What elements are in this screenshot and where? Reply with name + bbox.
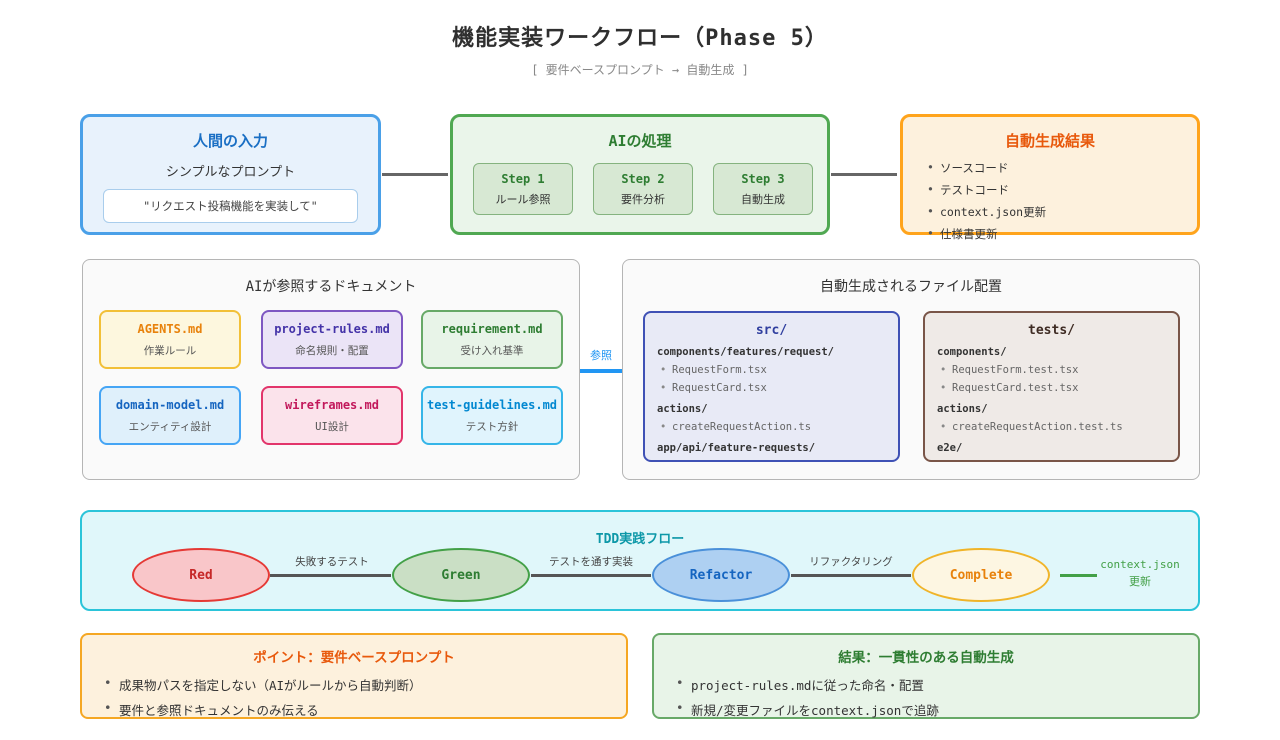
tree-file: RequestForm.tsx: [657, 364, 898, 377]
doc-card-requirement: requirement.md 受け入れ基準: [421, 310, 563, 369]
doc-card-project-rules: project-rules.md 命名規則・配置: [261, 310, 403, 369]
human-input-subtitle: シンプルなプロンプト: [165, 165, 296, 180]
result-summary-box: 結果：一貫性のある自動生成 project-rules.mdに従った命名・配置 …: [652, 633, 1200, 719]
doc-file-name: project-rules.md: [274, 322, 390, 336]
tdd-node-refactor: Refactor: [652, 548, 790, 602]
doc-file-name: AGENTS.md: [137, 322, 203, 336]
doc-file-desc: 命名規則・配置: [295, 345, 369, 357]
ai-process-title: AIの処理: [608, 132, 672, 150]
point-box-list: 成果物パスを指定しない（AIがルールから自動判断） 要件と参照ドキュメントのみ伝…: [104, 675, 626, 719]
workflow-diagram: 機能実装ワークフロー（Phase 5） [ 要件ベースプロンプト → 自動生成 …: [0, 20, 1280, 719]
tdd-node-complete: Complete: [912, 548, 1050, 602]
tree-file: createRequestAction.ts: [657, 421, 898, 434]
doc-file-desc: エンティティ設計: [128, 421, 212, 433]
tree-dir: e2e/: [937, 442, 963, 454]
doc-file-desc: UI設計: [315, 421, 349, 433]
list-item: テストコード: [927, 182, 1197, 198]
step-name: Step 1: [501, 172, 545, 186]
doc-file-desc: 作業ルール: [143, 345, 197, 357]
tdd-flow-box: TDD実践フロー Red 失敗するテスト Green テストを通す実装 Refa…: [80, 510, 1200, 611]
tree-dir: actions/: [657, 403, 708, 415]
doc-card-agents: AGENTS.md 作業ルール: [99, 310, 241, 369]
list-item: 仕様書更新: [927, 226, 1197, 242]
doc-card-test-guidelines: test-guidelines.md テスト方針: [421, 386, 563, 445]
reference-label: 参照: [590, 349, 612, 362]
tdd-edge-line: [270, 574, 391, 577]
doc-card-wireframes: wireframes.md UI設計: [261, 386, 403, 445]
tdd-outcome-file: context.json: [1100, 558, 1180, 571]
connector-line-human-to-ai: [382, 173, 448, 176]
auto-result-title: 自動生成結果: [1004, 132, 1095, 150]
tdd-edge-line: [531, 574, 651, 577]
tree-file: createRequestAction.test.ts: [937, 421, 1178, 434]
files-panel: 自動生成されるファイル配置 src/ components/features/r…: [622, 259, 1200, 480]
tree-dir: components/features/request/: [657, 346, 835, 358]
list-item: project-rules.mdに従った命名・配置: [676, 675, 1198, 694]
src-file-tree: components/features/request/ RequestForm…: [657, 346, 898, 455]
tdd-outcome-action: 更新: [1129, 575, 1151, 588]
point-box-title: ポイント：要件ベースプロンプト: [253, 650, 455, 666]
tdd-node-green: Green: [392, 548, 530, 602]
step-card-1: Step 1 ルール参照: [473, 163, 573, 215]
auto-result-list: ソースコード テストコード context.json更新 仕様書更新: [927, 160, 1197, 242]
auto-result-box: 自動生成結果 ソースコード テストコード context.json更新 仕様書更…: [900, 114, 1200, 241]
docs-panel: AIが参照するドキュメント AGENTS.md 作業ルール project-ru…: [82, 259, 580, 480]
tree-dir: components/: [937, 346, 1007, 358]
doc-file-name: wireframes.md: [285, 398, 379, 412]
result-summary-title: 結果：一貫性のある自動生成: [838, 650, 1014, 666]
list-item: context.json更新: [927, 204, 1197, 220]
tdd-outcome-text: context.json 更新: [1080, 556, 1200, 590]
list-item: 新規/変更ファイルをcontext.jsonで追跡: [676, 700, 1198, 719]
tree-file: RequestCard.tsx: [657, 382, 898, 395]
src-folder-title: src/: [755, 323, 788, 338]
doc-file-name: domain-model.md: [115, 398, 225, 412]
connector-line-ai-to-result: [831, 173, 897, 176]
page-subtitle: [ 要件ベースプロンプト → 自動生成 ]: [531, 63, 749, 77]
tdd-edge-label: テストを通す実装: [549, 556, 633, 568]
human-input-title: 人間の入力: [192, 132, 268, 150]
tdd-edge-label: 失敗するテスト: [295, 556, 369, 568]
human-input-box: 人間の入力 シンプルなプロンプト "リクエスト投稿機能を実装して": [80, 114, 381, 235]
list-item: ソースコード: [927, 160, 1197, 176]
step-label: 要件分析: [621, 193, 665, 206]
list-item: 要件と参照ドキュメントのみ伝える: [104, 700, 626, 719]
point-box: ポイント：要件ベースプロンプト 成果物パスを指定しない（AIがルールから自動判断…: [80, 633, 628, 719]
files-panel-title: 自動生成されるファイル配置: [820, 279, 1002, 295]
docs-panel-title: AIが参照するドキュメント: [245, 279, 417, 295]
tdd-edge-label: リファクタリング: [809, 556, 893, 568]
ai-process-box: AIの処理 Step 1 ルール参照 Step 2 要件分析 Step 3 自動…: [450, 114, 830, 235]
src-folder-panel: src/ components/features/request/ Reques…: [643, 311, 900, 462]
step-label: 自動生成: [741, 193, 785, 206]
doc-file-desc: テスト方針: [465, 421, 519, 433]
list-item: 成果物パスを指定しない（AIがルールから自動判断）: [104, 675, 626, 694]
tree-file: RequestCard.test.tsx: [937, 382, 1178, 395]
tdd-flow-title: TDD実践フロー: [595, 532, 685, 547]
doc-file-name: test-guidelines.md: [426, 398, 558, 412]
prompt-example: "リクエスト投稿機能を実装して": [103, 189, 358, 223]
tdd-outcome-line: [1060, 574, 1097, 577]
reference-connector-line: [580, 369, 622, 373]
doc-file-desc: 受け入れ基準: [460, 345, 524, 357]
page-title: 機能実装ワークフロー（Phase 5）: [452, 26, 828, 51]
step-card-3: Step 3 自動生成: [713, 163, 813, 215]
tests-folder-title: tests/: [1028, 323, 1075, 338]
tdd-node-red: Red: [132, 548, 270, 602]
step-label: ルール参照: [495, 193, 551, 206]
tests-folder-panel: tests/ components/ RequestForm.test.tsx …: [923, 311, 1180, 462]
tree-dir: app/api/feature-requests/: [657, 442, 816, 454]
step-name: Step 3: [741, 172, 785, 186]
step-card-2: Step 2 要件分析: [593, 163, 693, 215]
doc-card-domain-model: domain-model.md エンティティ設計: [99, 386, 241, 445]
ai-steps: Step 1 ルール参照 Step 2 要件分析 Step 3 自動生成: [473, 163, 813, 215]
tree-dir: actions/: [937, 403, 988, 415]
tree-file: RequestForm.test.tsx: [937, 364, 1178, 377]
result-summary-list: project-rules.mdに従った命名・配置 新規/変更ファイルをcont…: [676, 675, 1198, 719]
tests-file-tree: components/ RequestForm.test.tsx Request…: [937, 346, 1178, 455]
step-name: Step 2: [621, 172, 665, 186]
tdd-edge-line: [791, 574, 911, 577]
doc-file-name: requirement.md: [441, 322, 543, 336]
